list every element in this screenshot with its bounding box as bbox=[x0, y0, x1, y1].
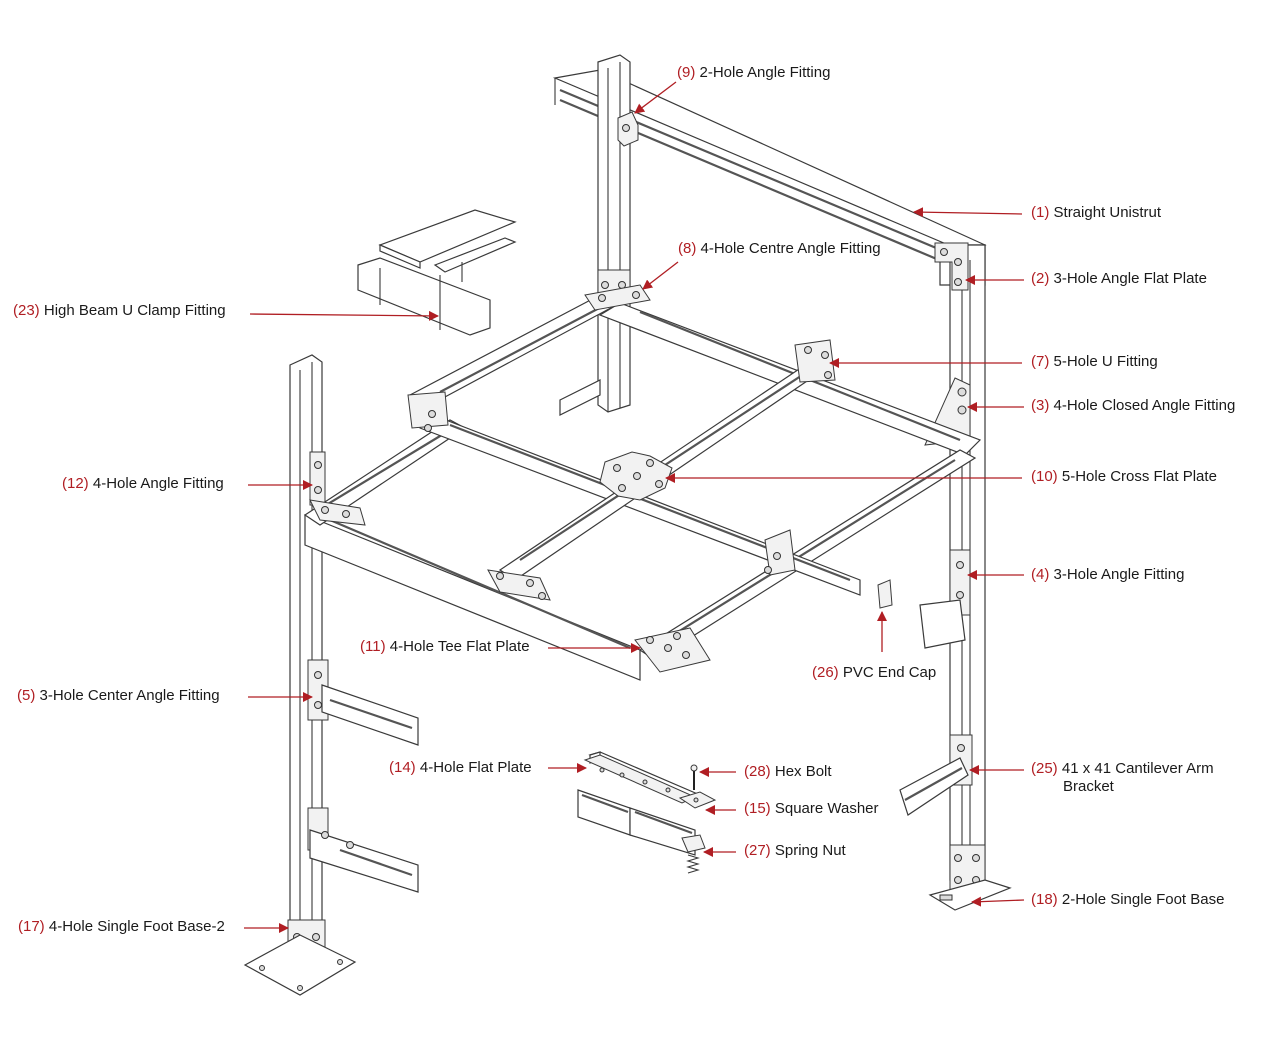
arrow-9 bbox=[634, 81, 677, 114]
callout-text: 2-Hole Angle Fitting bbox=[699, 64, 831, 81]
callout-number: (15) bbox=[744, 800, 771, 817]
right-post bbox=[899, 242, 1012, 911]
callout-number: (3) bbox=[1031, 397, 1050, 414]
exploded-detail bbox=[577, 751, 717, 874]
callout-3: (3) 4-Hole Closed Angle Fitting bbox=[1031, 397, 1235, 415]
callout-14: (14) 4-Hole Flat Plate bbox=[389, 759, 532, 777]
callout-11: (11) 4-Hole Tee Flat Plate bbox=[360, 638, 530, 656]
high-beam-u-clamp bbox=[357, 209, 517, 336]
callout-text: Spring Nut bbox=[774, 842, 846, 859]
callout-number: (28) bbox=[744, 763, 771, 780]
callout-text: Hex Bolt bbox=[774, 763, 832, 780]
callout-text: High Beam U Clamp Fitting bbox=[43, 302, 226, 319]
callout-text: Straight Unistrut bbox=[1053, 204, 1162, 221]
callout-number: (18) bbox=[1031, 891, 1058, 908]
callout-text: 41 x 41 Cantilever Arm bbox=[1061, 760, 1214, 777]
callout-5: (5) 3-Hole Center Angle Fitting bbox=[17, 687, 220, 705]
callout-text: 5-Hole Cross Flat Plate bbox=[1061, 468, 1217, 485]
callout-26: (26) PVC End Cap bbox=[812, 664, 936, 682]
callout-23: (23) High Beam U Clamp Fitting bbox=[13, 302, 226, 320]
callout-28: (28) Hex Bolt bbox=[744, 763, 832, 781]
callout-text: 3-Hole Center Angle Fitting bbox=[39, 687, 220, 704]
callout-text: 4-Hole Centre Angle Fitting bbox=[700, 240, 881, 257]
callout-text: 4-Hole Tee Flat Plate bbox=[389, 638, 530, 655]
callout-15: (15) Square Washer bbox=[744, 800, 879, 818]
arrow-1 bbox=[913, 207, 1023, 218]
callout-4: (4) 3-Hole Angle Fitting bbox=[1031, 566, 1184, 584]
callout-number: (23) bbox=[13, 302, 40, 319]
pvc-end-cap bbox=[877, 579, 893, 609]
callout-text: 4-Hole Single Foot Base-2 bbox=[48, 918, 225, 935]
callout-number: (8) bbox=[678, 240, 697, 257]
callout-number: (5) bbox=[17, 687, 36, 704]
callout-8: (8) 4-Hole Centre Angle Fitting bbox=[678, 240, 881, 258]
callout-number: (2) bbox=[1031, 270, 1050, 287]
left-post bbox=[243, 354, 419, 996]
callout-number: (11) bbox=[360, 638, 386, 655]
callout-18: (18) 2-Hole Single Foot Base bbox=[1031, 891, 1224, 909]
callout-number: (14) bbox=[389, 759, 416, 776]
callout-number: (9) bbox=[677, 64, 696, 81]
fittings bbox=[309, 284, 836, 673]
callout-10: (10) 5-Hole Cross Flat Plate bbox=[1031, 468, 1217, 486]
callout-number: (10) bbox=[1031, 468, 1058, 485]
arrow-8 bbox=[642, 261, 679, 290]
callout-text: 4-Hole Angle Fitting bbox=[92, 475, 224, 492]
callout-text: 3-Hole Angle Flat Plate bbox=[1053, 270, 1207, 287]
callout-9: (9) 2-Hole Angle Fitting bbox=[677, 64, 830, 82]
callout-number: (27) bbox=[744, 842, 771, 859]
callout-number: (26) bbox=[812, 664, 839, 681]
callout-number: (17) bbox=[18, 918, 45, 935]
callout-number: (12) bbox=[62, 475, 89, 492]
callout-text: 2-Hole Single Foot Base bbox=[1061, 891, 1225, 908]
callout-text: PVC End Cap bbox=[842, 664, 937, 681]
callout-text: 4-Hole Flat Plate bbox=[419, 759, 532, 776]
callout-2: (2) 3-Hole Angle Flat Plate bbox=[1031, 270, 1207, 288]
callout-text: Square Washer bbox=[774, 800, 879, 817]
arrow-18 bbox=[971, 896, 1025, 907]
leader-arrows bbox=[244, 81, 1025, 933]
callout-number: (25) bbox=[1031, 760, 1058, 777]
callout-text: 4-Hole Closed Angle Fitting bbox=[1053, 397, 1236, 414]
arrow-23 bbox=[249, 310, 439, 321]
callout-17: (17) 4-Hole Single Foot Base-2 bbox=[18, 918, 225, 936]
callout-text-line2: Bracket bbox=[1063, 778, 1114, 795]
callout-1: (1) Straight Unistrut bbox=[1031, 204, 1161, 222]
callout-27: (27) Spring Nut bbox=[744, 842, 846, 860]
callout-12: (12) 4-Hole Angle Fitting bbox=[62, 475, 224, 493]
callout-text: 3-Hole Angle Fitting bbox=[1053, 566, 1185, 583]
callout-7: (7) 5-Hole U Fitting bbox=[1031, 353, 1158, 371]
callout-number: (4) bbox=[1031, 566, 1050, 583]
callout-text: 5-Hole U Fitting bbox=[1053, 353, 1158, 370]
callout-number: (7) bbox=[1031, 353, 1050, 370]
callout-number: (1) bbox=[1031, 204, 1050, 221]
